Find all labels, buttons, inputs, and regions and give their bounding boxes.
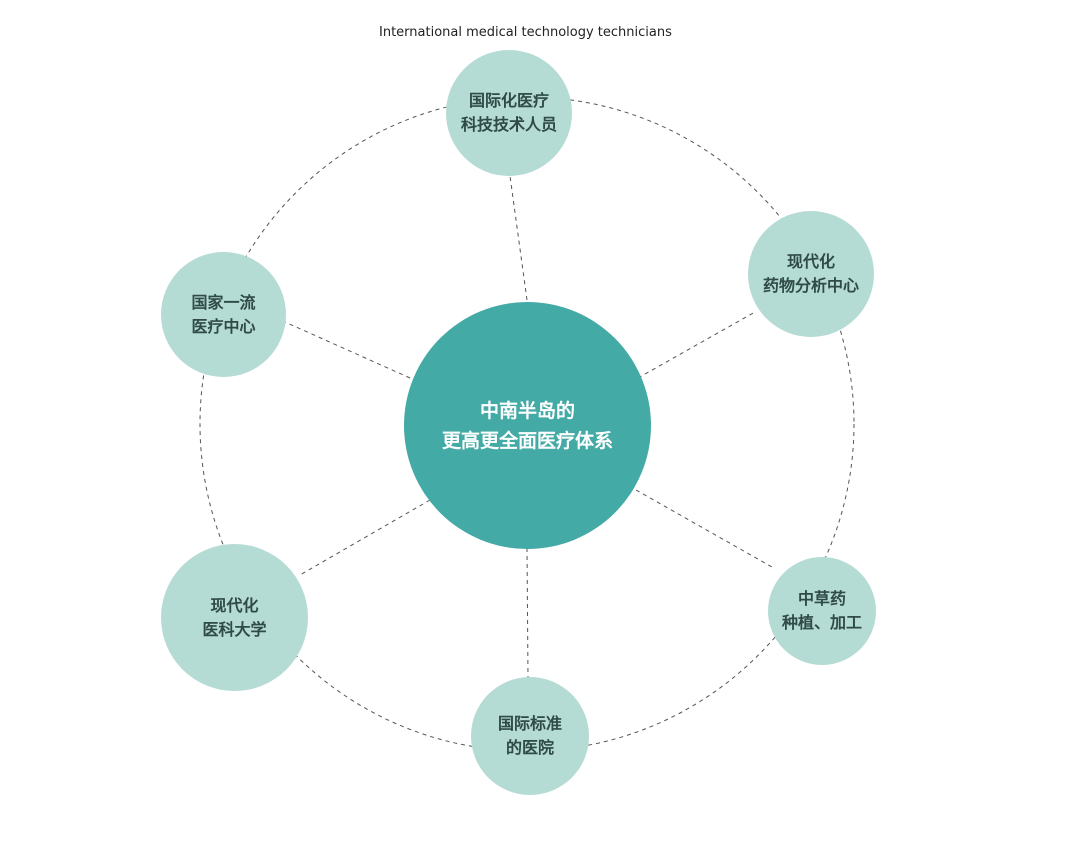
spoke-lower-left: [299, 499, 431, 576]
spoke-upper-right: [637, 311, 756, 379]
spoke-top: [509, 175, 528, 301]
central-node-line1: 中南半岛的: [479, 399, 575, 422]
node-national-medical-center: 国家一流 医疗中心: [161, 252, 286, 377]
node-top-line1: 国际化医疗: [468, 91, 549, 110]
node-top-line2: 科技技术人员: [460, 115, 557, 134]
node-lower-right-line2: 种植、加工: [781, 613, 862, 632]
node-upper-right-line2: 药物分析中心: [762, 276, 859, 295]
central-node: 中南半岛的 更高更全面医疗体系: [404, 302, 651, 549]
node-lower-left-line1: 现代化: [210, 595, 259, 615]
node-herbal-medicine: 中草药 种植、加工: [768, 557, 876, 665]
node-bottom-line2: 的医院: [505, 738, 554, 757]
node-international-hospital: 国际标准 的医院: [471, 677, 589, 795]
node-upper-left-line2: 医疗中心: [191, 316, 256, 336]
spoke-bottom: [526, 547, 529, 679]
node-bottom-line1: 国际标准: [497, 714, 562, 733]
node-lower-left-line2: 医科大学: [202, 619, 267, 639]
node-lower-right-line1: 中草药: [797, 589, 846, 608]
node-medical-university: 现代化 医科大学: [161, 544, 308, 691]
central-node-line2: 更高更全面医疗体系: [441, 429, 613, 452]
diagram-caption: International medical technology technic…: [379, 25, 672, 40]
node-upper-left-line1: 国家一流: [191, 292, 256, 312]
node-upper-right-line1: 现代化: [786, 252, 835, 271]
node-drug-analysis-center: 现代化 药物分析中心: [748, 211, 874, 337]
node-international-technicians: 国际化医疗 科技技术人员: [446, 50, 572, 176]
spoke-lower-right: [635, 489, 773, 568]
spoke-upper-left: [284, 321, 411, 379]
